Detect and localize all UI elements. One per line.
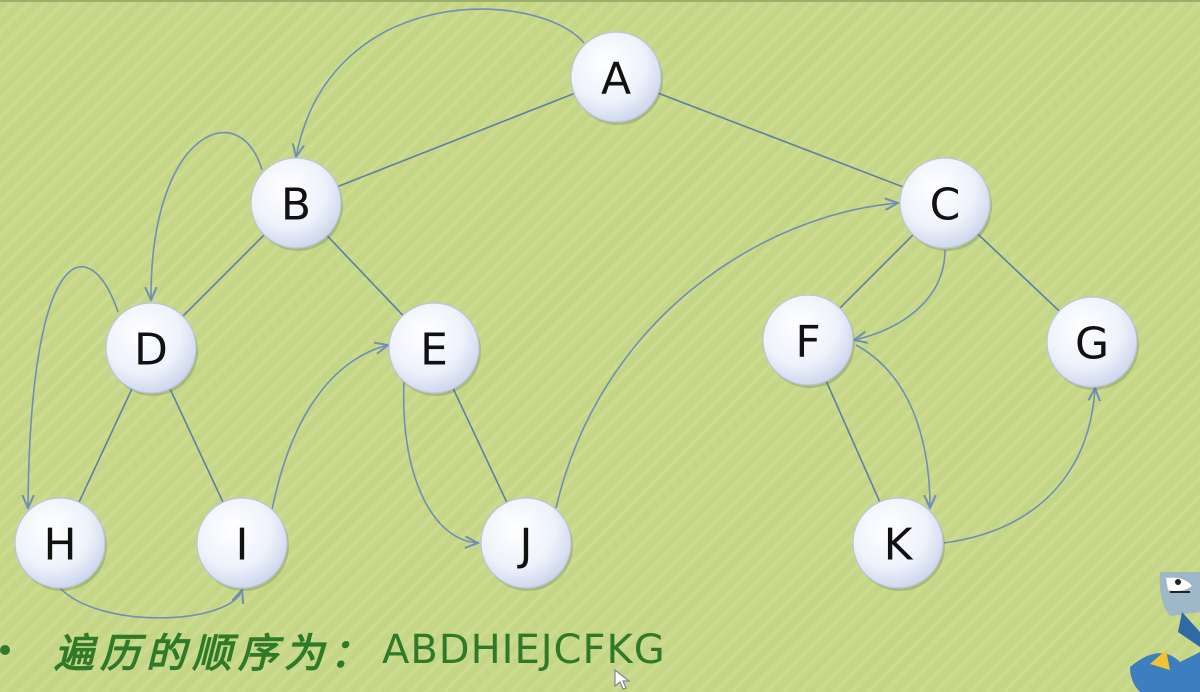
traversal-arrow-d-h [28, 266, 119, 508]
node-label: J [517, 520, 533, 571]
traversal-caption: 遍历的顺序为： ABDHIEJCFKG [0, 620, 900, 680]
node-circle [196, 497, 288, 589]
node-label: K [884, 520, 914, 571]
node-circle [1046, 296, 1138, 388]
node-label: A [601, 54, 631, 105]
tree-edge-d-i [169, 388, 224, 503]
node-k: K [852, 497, 945, 591]
node-label: F [795, 317, 820, 368]
top-strip [0, 0, 1200, 2]
tree-edge-c-g [977, 233, 1060, 312]
tree-nodes: A B C D E F G H I J K [14, 31, 1139, 591]
caption-sequence: ABDHIEJCFKG [382, 627, 666, 673]
node-label: D [134, 325, 168, 376]
node-j: J [480, 497, 573, 591]
node-label: H [43, 520, 76, 571]
mascot-icon [1130, 572, 1200, 692]
traversal-arrow-b-d [151, 131, 263, 300]
node-a: A [570, 31, 663, 125]
traversal-arrow-e-j [402, 381, 478, 543]
cursor-icon [614, 668, 631, 690]
node-label: B [281, 180, 311, 231]
tree-edge-a-c [657, 92, 904, 188]
node-circle [480, 497, 572, 589]
tree-edge-a-b [337, 92, 575, 188]
node-circle [250, 157, 342, 249]
node-circle [388, 302, 480, 394]
node-f: F [762, 294, 855, 388]
node-label: E [420, 325, 448, 376]
node-circle [762, 294, 854, 386]
node-label: C [930, 180, 961, 231]
node-h: H [14, 497, 107, 591]
traversal-arrow-k-g [943, 388, 1095, 544]
tree-edge-b-d [182, 234, 265, 317]
node-g: G [1046, 296, 1139, 390]
traversal-arrow-c-f [854, 249, 946, 340]
node-circle [570, 31, 662, 123]
bullet-icon [0, 645, 10, 655]
traversal-arrow-f-k [855, 344, 930, 508]
node-circle [14, 497, 106, 589]
node-circle [899, 157, 991, 249]
node-circle [852, 497, 944, 589]
traversal-arrow-h-i [59, 587, 242, 619]
node-label: G [1075, 319, 1109, 370]
traversal-arrow-i-e [271, 345, 388, 511]
tree-edge-c-f [839, 234, 914, 309]
caption-label: 遍历的顺序为： [54, 630, 376, 677]
node-label: I [236, 520, 249, 571]
node-c: C [899, 157, 992, 251]
node-e: E [388, 302, 481, 396]
tree-edge-b-e [326, 235, 404, 316]
traversal-arrows [28, 8, 1095, 619]
node-d: D [105, 302, 198, 396]
tree-edge-d-h [78, 388, 133, 503]
node-i: I [196, 497, 289, 591]
node-b: B [250, 157, 343, 251]
tree-edge-f-k [825, 380, 881, 503]
tree-edges [78, 92, 1060, 503]
traversal-arrow-j-c [555, 203, 898, 509]
node-circle [105, 302, 197, 394]
tree-edge-e-j [452, 388, 508, 503]
traversal-arrow-a-b [296, 8, 585, 157]
